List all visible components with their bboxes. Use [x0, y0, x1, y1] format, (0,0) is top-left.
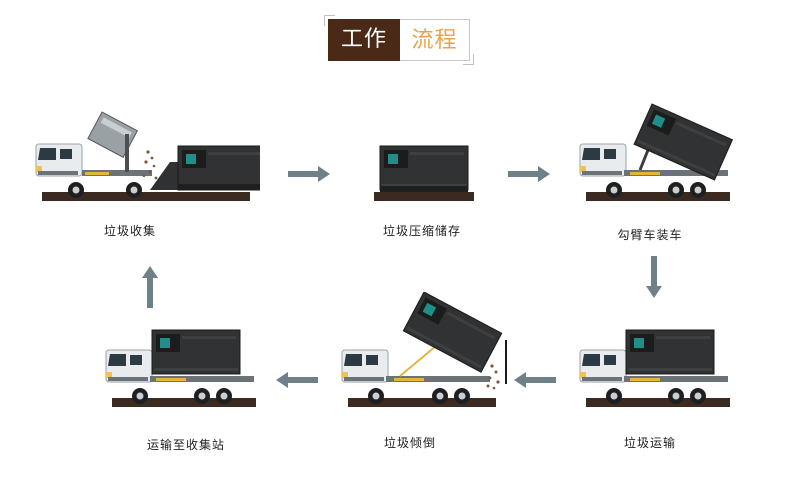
arrow-left-2: [276, 372, 318, 388]
step-label-return: 运输至收集站: [146, 438, 225, 452]
truck-cab: [341, 349, 389, 383]
ground-bar: [374, 192, 474, 201]
arrow-right-2: [508, 166, 550, 182]
arrow-right-1: [288, 166, 330, 182]
title-left: 工作: [328, 19, 400, 61]
arrow-down: [646, 256, 662, 298]
container-loaded: [625, 329, 715, 375]
truck-cab: [105, 349, 153, 383]
scene-hook: [574, 96, 750, 206]
compactor-container: [177, 145, 260, 191]
container-loaded: [151, 329, 241, 375]
step-label-transport: 垃圾运输: [623, 436, 676, 450]
ground-bar: [112, 398, 256, 407]
ground-bar: [42, 192, 250, 201]
container-tilted: [633, 103, 733, 181]
scene-return: [100, 322, 276, 412]
truck-cab: [579, 143, 627, 177]
arrow-up: [142, 266, 158, 308]
title-corner-mark: [324, 15, 335, 26]
title-right: 流程: [400, 19, 470, 61]
compactor-container: [379, 145, 469, 191]
step-label-dump: 垃圾倾倒: [383, 436, 436, 450]
scene-transport: [574, 322, 750, 412]
scene-collect: [30, 100, 260, 205]
ground-bar: [586, 192, 730, 201]
truck-cab: [35, 143, 83, 177]
step-label-hook: 勾臂车装车: [617, 228, 683, 242]
title-corner-mark: [463, 54, 474, 65]
lifted-bin: [87, 111, 138, 158]
ground-bar: [348, 398, 496, 407]
falling-garbage: [486, 364, 500, 390]
falling-garbage: [142, 150, 158, 180]
arrow-left-1: [514, 372, 556, 388]
flow-title: 工作 流程: [324, 15, 474, 65]
step-label-collect: 垃圾收集: [103, 224, 156, 238]
scene-dump: [336, 292, 522, 412]
truck-cab: [579, 349, 627, 383]
ground-bar: [586, 398, 730, 407]
scene-compress: [368, 140, 478, 205]
step-label-compress: 垃圾压缩储存: [382, 224, 461, 238]
